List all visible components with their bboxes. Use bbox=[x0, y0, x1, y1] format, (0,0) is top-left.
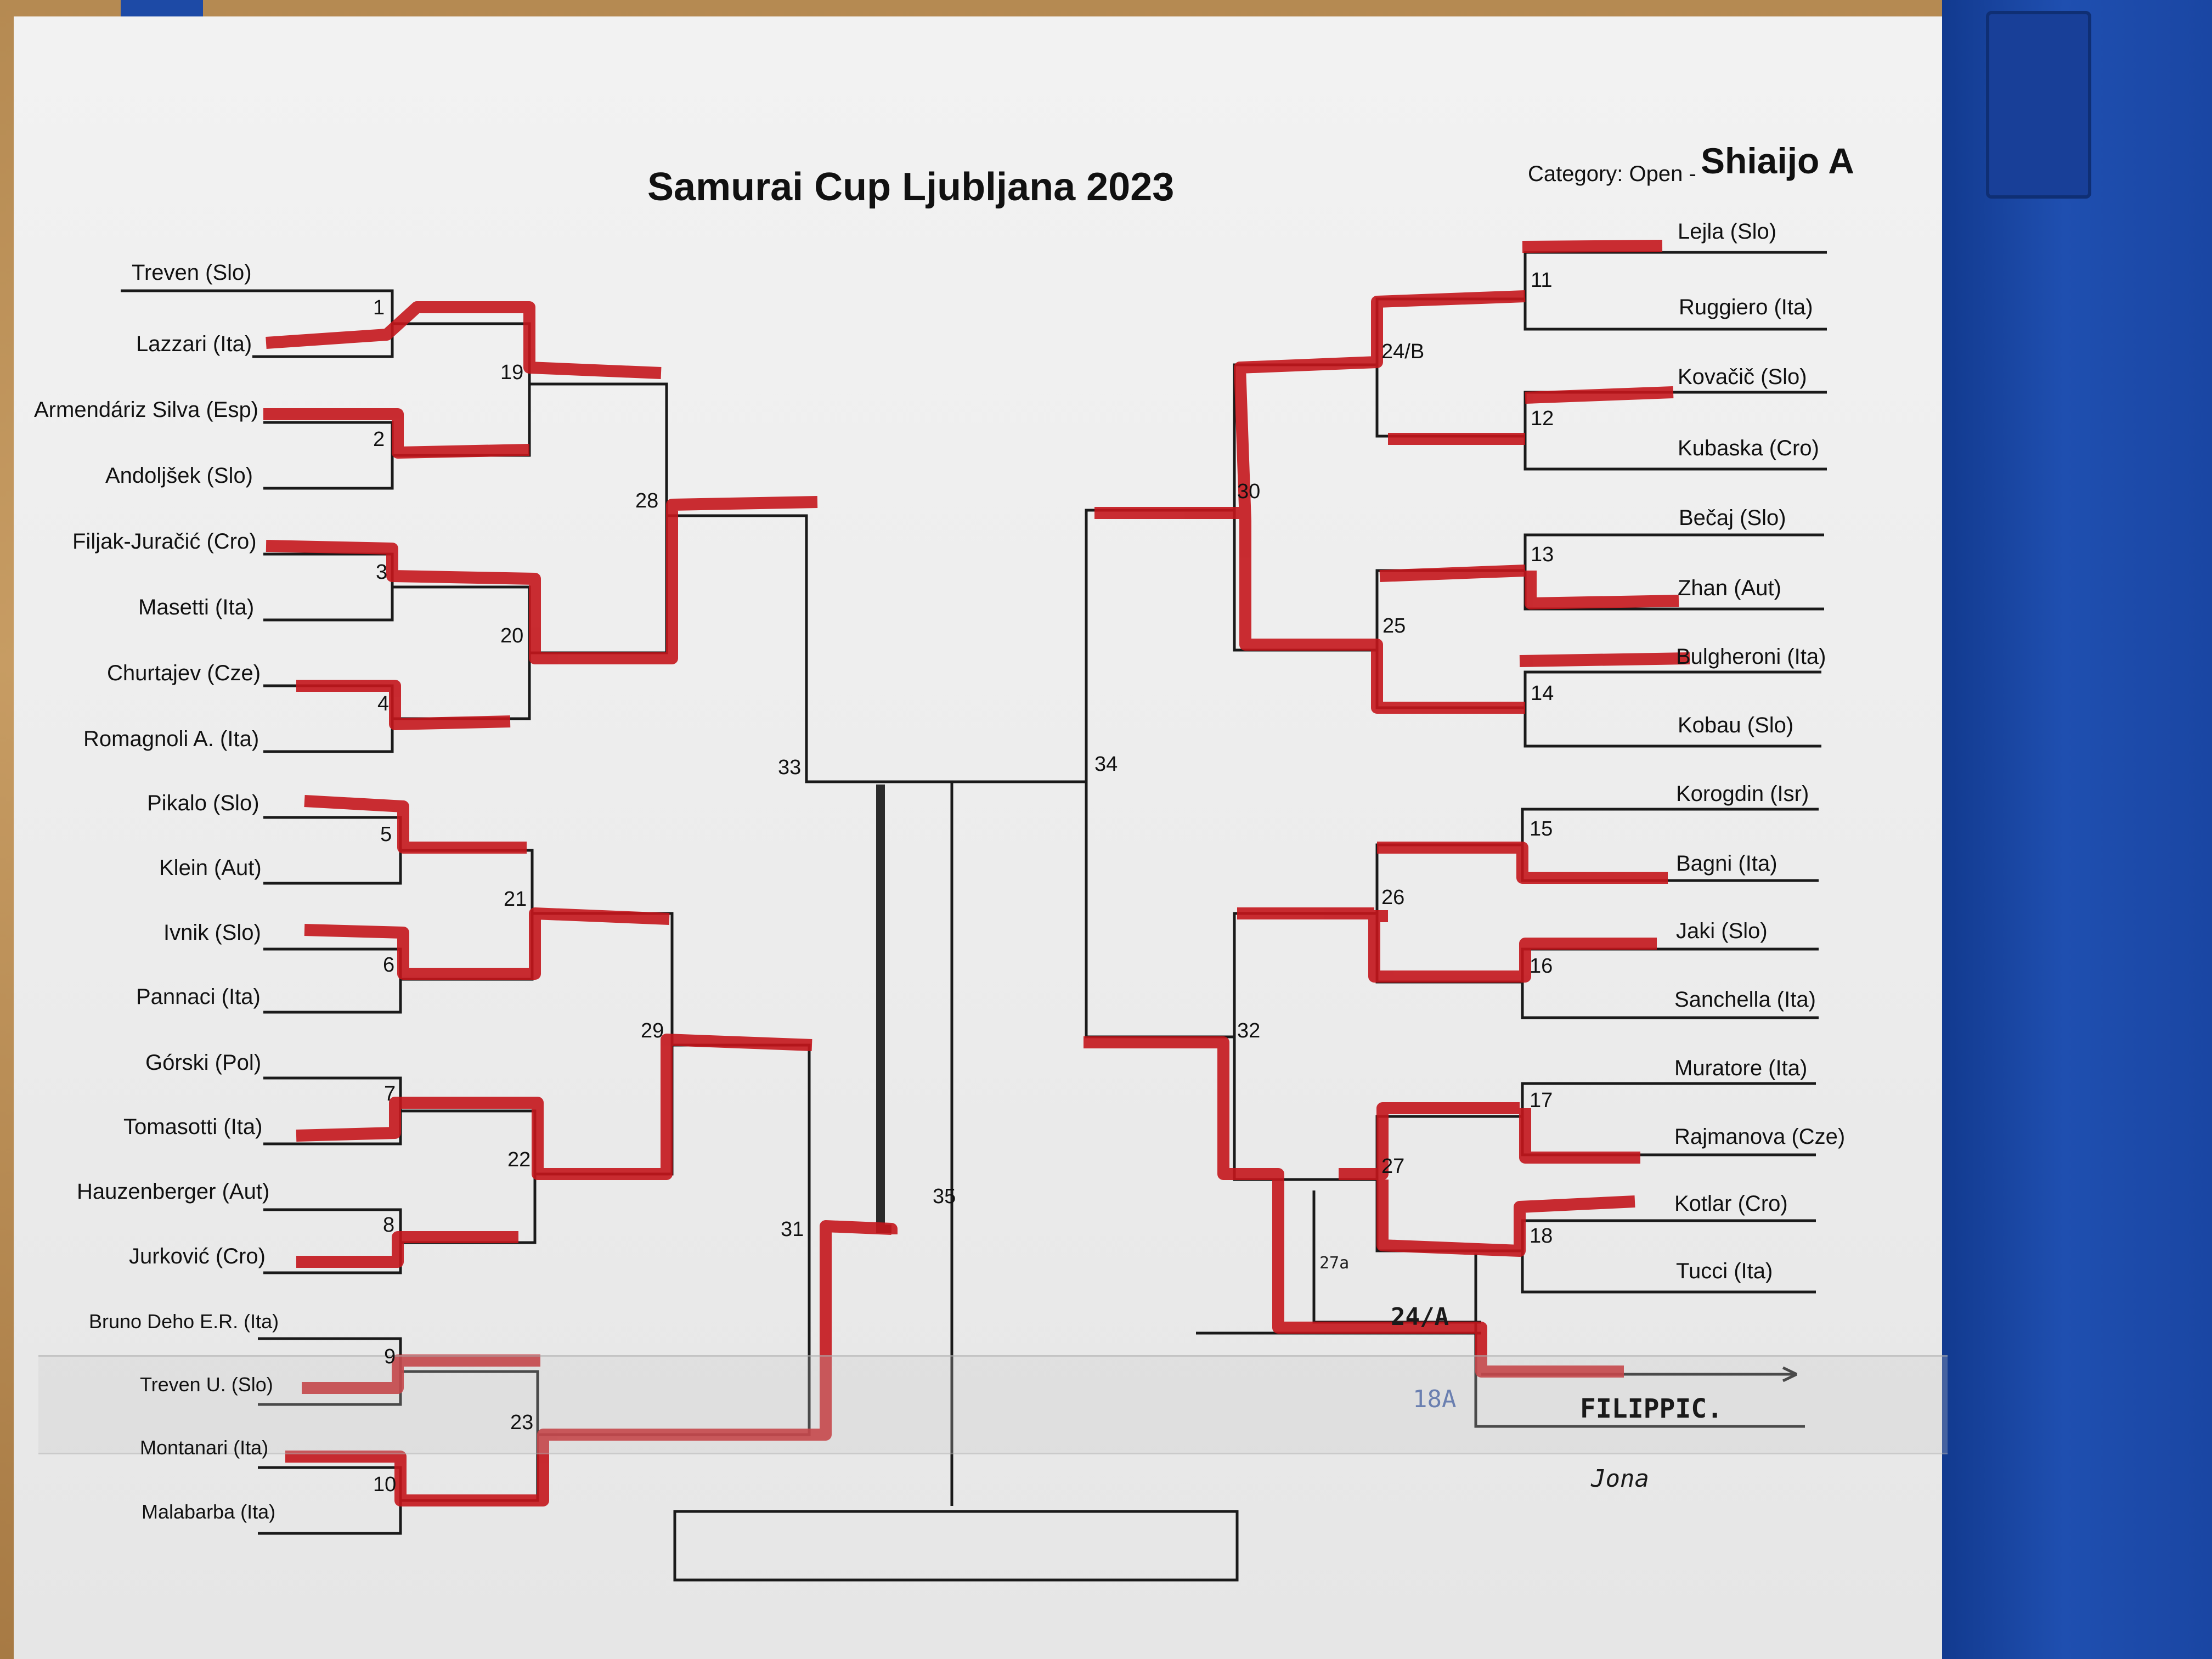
bracket-dark-marker bbox=[876, 785, 891, 1233]
match-number: 14 bbox=[1531, 682, 1554, 705]
blue-mat-background bbox=[1942, 0, 2212, 1659]
left-competitor: Hauzenberger (Aut) bbox=[77, 1180, 270, 1204]
match-number: 27 bbox=[1381, 1155, 1405, 1178]
match-number: 21 bbox=[504, 888, 527, 911]
match-number: 32 bbox=[1237, 1019, 1261, 1042]
category-label: Category: Open - bbox=[1528, 162, 1696, 186]
right-competitor: Bagni (Ita) bbox=[1676, 851, 1778, 876]
right-competitor: Bulgheroni (Ita) bbox=[1676, 645, 1826, 669]
match-number: 25 bbox=[1383, 614, 1406, 637]
match-number: 29 bbox=[641, 1019, 664, 1042]
match-number: 15 bbox=[1530, 817, 1553, 840]
match-number: 31 bbox=[781, 1218, 804, 1241]
match-number: 4 bbox=[377, 692, 390, 715]
left-competitor: Romagnoli A. (Ita) bbox=[83, 727, 259, 751]
left-competitor: Malabarba (Ita) bbox=[142, 1500, 276, 1523]
category-value: Shiaijo A bbox=[1701, 140, 1854, 181]
handwritten-match-label: 24/A bbox=[1391, 1303, 1449, 1331]
match-number: 13 bbox=[1531, 543, 1554, 566]
match-number: 33 bbox=[778, 756, 802, 779]
left-competitor: Churtajev (Cze) bbox=[107, 661, 261, 685]
left-competitor: Andoljšek (Slo) bbox=[105, 464, 253, 488]
right-competitor: Bečaj (Slo) bbox=[1679, 506, 1786, 530]
match-number: 26 bbox=[1381, 886, 1405, 909]
page-title: Samurai Cup Ljubljana 2023 bbox=[647, 165, 1175, 209]
right-competitor: Korogdin (Isr) bbox=[1676, 782, 1809, 806]
match-number: 24/B bbox=[1381, 340, 1425, 363]
right-competitor: Muratore (Ita) bbox=[1674, 1056, 1808, 1080]
match-number: 16 bbox=[1530, 955, 1553, 978]
match-number: 6 bbox=[383, 953, 395, 977]
right-competitor: Zhan (Aut) bbox=[1678, 576, 1781, 600]
match-number: 35 bbox=[933, 1185, 956, 1208]
handwritten-competitor: Jona bbox=[1591, 1465, 1649, 1493]
right-competitor: Tucci (Ita) bbox=[1676, 1259, 1773, 1283]
left-competitor: Ivnik (Slo) bbox=[163, 921, 261, 945]
match-number: 5 bbox=[380, 823, 392, 846]
left-competitor: Górski (Pol) bbox=[145, 1051, 262, 1075]
handwritten-competitor: FILIPPIC. bbox=[1580, 1393, 1723, 1424]
right-competitor: Rajmanova (Cze) bbox=[1674, 1125, 1846, 1149]
left-competitor: Armendáriz Silva (Esp) bbox=[34, 398, 259, 422]
right-competitor: Lejla (Slo) bbox=[1678, 219, 1777, 244]
match-number: 8 bbox=[383, 1214, 395, 1237]
match-number: 2 bbox=[373, 428, 385, 451]
right-competitor: Kotlar (Cro) bbox=[1674, 1192, 1788, 1216]
handwritten-match-label: 27a bbox=[1319, 1254, 1350, 1273]
right-competitor: Kubaska (Cro) bbox=[1678, 436, 1819, 460]
left-competitor: Montanari (Ita) bbox=[140, 1436, 269, 1459]
match-number: 10 bbox=[373, 1473, 397, 1496]
left-competitor: Filjak-Juračić (Cro) bbox=[72, 529, 257, 554]
left-competitor: Masetti (Ita) bbox=[138, 595, 255, 619]
left-competitor: Tomasotti (Ita) bbox=[123, 1115, 263, 1139]
left-competitor: Klein (Aut) bbox=[159, 856, 262, 880]
mat-flap bbox=[1986, 11, 2091, 199]
left-competitor: Treven (Slo) bbox=[132, 261, 252, 285]
right-competitor: Jaki (Slo) bbox=[1676, 919, 1768, 943]
match-number: 1 bbox=[373, 296, 385, 319]
match-number: 12 bbox=[1531, 407, 1554, 430]
handwritten-match-label: 18A bbox=[1413, 1385, 1457, 1413]
match-number: 3 bbox=[376, 561, 388, 584]
match-number: 18 bbox=[1530, 1224, 1553, 1248]
match-number: 30 bbox=[1237, 480, 1261, 503]
right-competitor: Kobau (Slo) bbox=[1678, 713, 1794, 737]
match-number: 20 bbox=[500, 624, 524, 647]
match-number: 28 bbox=[635, 489, 659, 512]
match-number: 19 bbox=[500, 361, 524, 384]
right-competitor: Sanchella (Ita) bbox=[1674, 988, 1816, 1012]
right-competitor: Ruggiero (Ita) bbox=[1679, 295, 1813, 319]
left-competitor: Lazzari (Ita) bbox=[136, 332, 252, 356]
match-number: 7 bbox=[384, 1082, 396, 1105]
left-competitor: Treven U. (Slo) bbox=[140, 1373, 273, 1396]
match-number: 9 bbox=[384, 1345, 396, 1368]
right-competitor: Kovačič (Slo) bbox=[1678, 365, 1807, 389]
match-number: 22 bbox=[507, 1148, 531, 1171]
winner-red-marker bbox=[263, 240, 1690, 1506]
match-number: 11 bbox=[1531, 269, 1553, 292]
left-competitor: Pannaci (Ita) bbox=[136, 985, 261, 1009]
left-competitor: Jurković (Cro) bbox=[129, 1244, 266, 1268]
match-number: 17 bbox=[1530, 1089, 1553, 1112]
left-competitor: Pikalo (Slo) bbox=[147, 791, 259, 815]
match-number: 23 bbox=[510, 1411, 534, 1434]
match-number: 34 bbox=[1094, 753, 1118, 776]
left-competitor: Bruno Deho E.R. (Ita) bbox=[89, 1310, 279, 1333]
clear-tape-strip bbox=[38, 1355, 1948, 1454]
